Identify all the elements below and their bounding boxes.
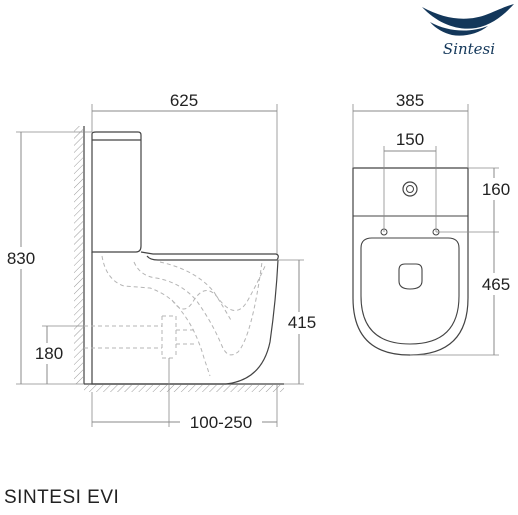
bowl-inner-hidden-line: [171, 263, 267, 311]
seat-outline: [140, 251, 279, 261]
side-view: 625 830 180 415 100-250: [2, 91, 322, 433]
bowl-label-bg: [282, 312, 322, 334]
offset-label-bg: [180, 411, 262, 433]
flush-button-inner: [406, 185, 414, 193]
brand-logo-text: Sintesi: [443, 40, 495, 58]
trapway-hidden-line: [101, 255, 263, 377]
drain-outline: [398, 263, 423, 290]
seat-top-outline: [360, 237, 460, 345]
top-tank-depth-label: 160: [482, 180, 510, 199]
top-view: 385 150 160 465: [352, 91, 514, 356]
flush-button-icon: [402, 181, 418, 197]
top-holes-spacing-label: 150: [396, 130, 424, 149]
wave-icon-lower: [430, 22, 488, 36]
height-label-bg: [2, 247, 40, 269]
outlet-label-bg: [30, 343, 66, 364]
top-width-label: 385: [396, 91, 424, 110]
side-bowl-height-label: 415: [288, 313, 316, 332]
product-title: SINTESI EVI: [4, 487, 120, 508]
bowl-outline: [91, 252, 279, 385]
wave-icon: [422, 4, 514, 29]
floor-hatch: [84, 385, 284, 392]
outlet-pipe-hidden-line: [84, 315, 194, 359]
brand-logo: Sintesi: [422, 4, 514, 58]
top-bowl-depth-label: 465: [482, 275, 510, 294]
tank-label-bg: [478, 178, 514, 200]
side-width-label: 625: [170, 91, 198, 110]
wall-hatch: [74, 126, 83, 384]
cistern-outline: [91, 131, 142, 253]
bowl-depth-label-bg: [478, 273, 514, 295]
side-outlet-offset-label: 100-250: [190, 413, 252, 432]
side-outlet-height-label: 180: [35, 344, 63, 363]
side-height-label: 830: [7, 249, 35, 268]
